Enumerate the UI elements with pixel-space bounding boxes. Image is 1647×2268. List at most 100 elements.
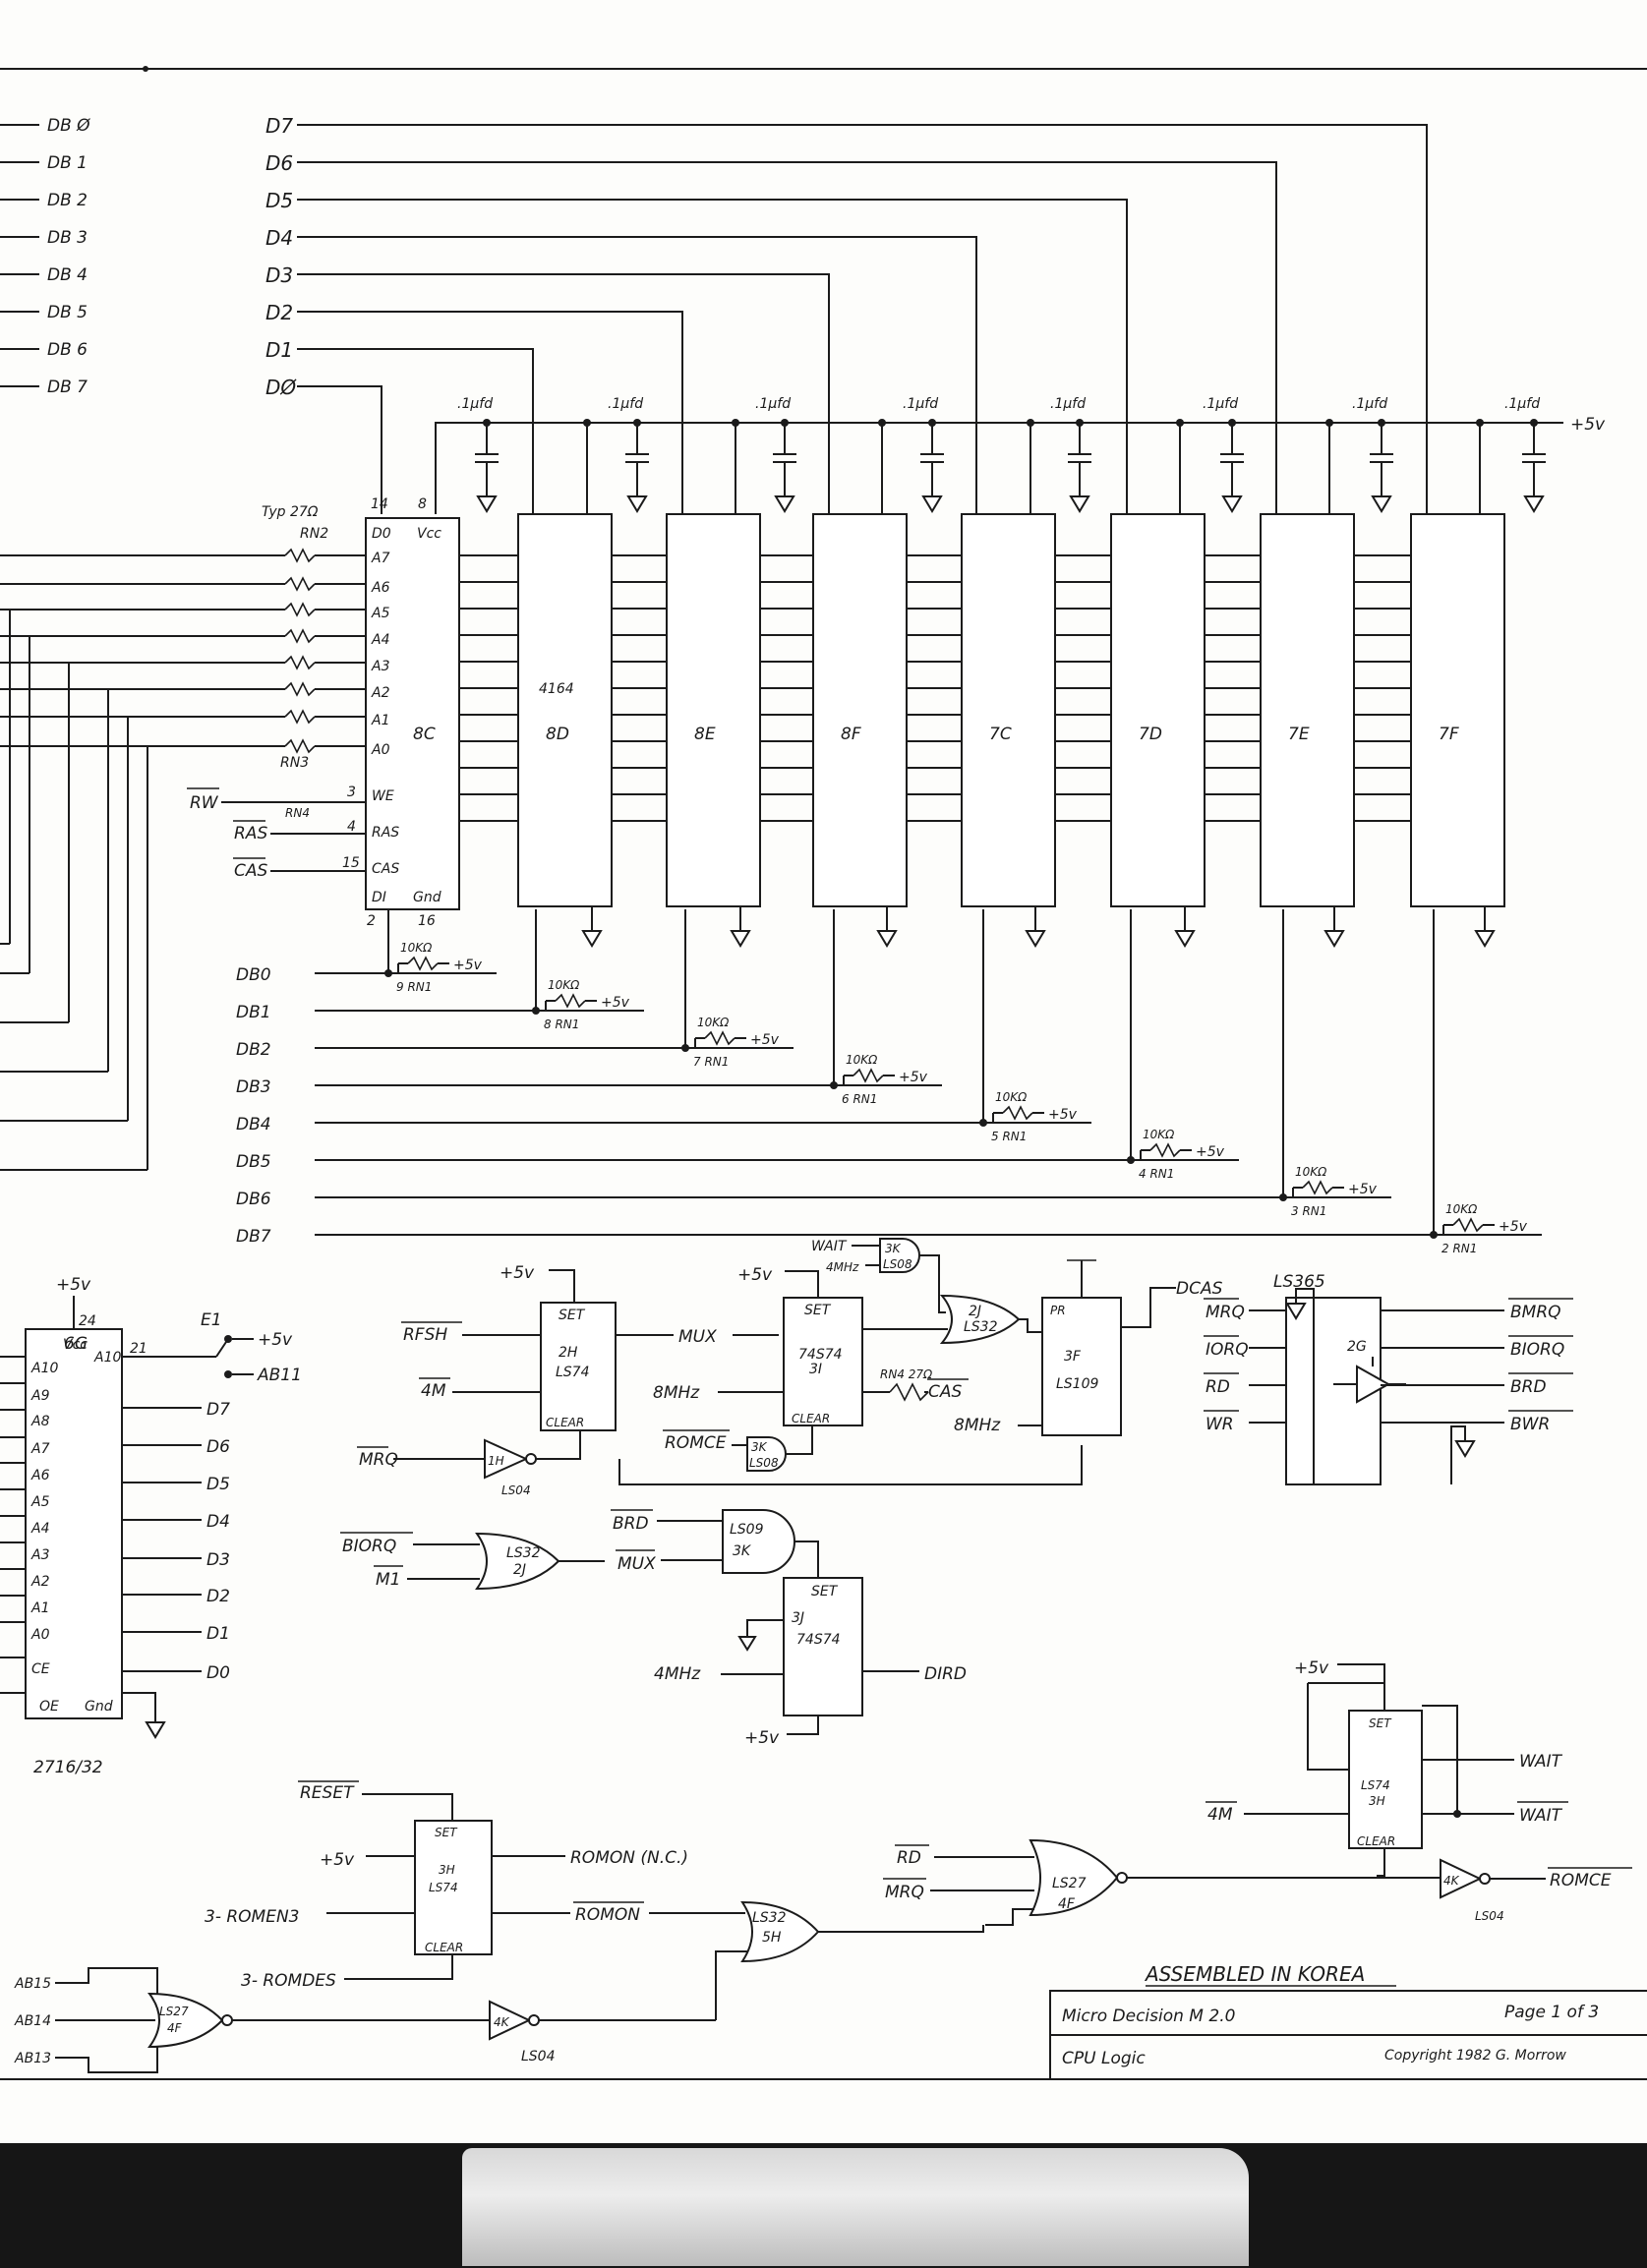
ram-chip-ref: 7D: [1139, 725, 1162, 744]
pin-label: A7: [371, 551, 390, 566]
buffer-output-label: BIORQ: [1510, 1340, 1564, 1360]
address-lines: [0, 548, 366, 1171]
signal-label: RD: [897, 1848, 921, 1868]
ground-icon: [876, 930, 898, 948]
supply-label: +5v: [500, 1263, 535, 1283]
resistor-icon: [1452, 1217, 1484, 1233]
resistor-icon: [1002, 1105, 1033, 1121]
pullup-pin: 5 RN1: [991, 1130, 1027, 1143]
pin-label: A0: [30, 1627, 50, 1643]
chip-part: LS109: [1056, 1376, 1099, 1392]
ground-icon: [626, 495, 648, 513]
data-line-label: D3: [265, 263, 293, 287]
ram-chip-ref: 7E: [1288, 725, 1310, 744]
pin-number: 14: [371, 496, 388, 512]
resistor-icon: [284, 576, 316, 592]
pin-label: Vcc: [63, 1337, 88, 1353]
pullup-pin: 6 RN1: [842, 1092, 877, 1106]
chip-part: LS04: [521, 2049, 556, 2064]
data-line-label: D5: [265, 189, 293, 212]
buffer-output-label: BMRQ: [1510, 1303, 1561, 1322]
db-pullup-label: DB7: [236, 1227, 271, 1247]
pin-label: RAS: [372, 825, 399, 841]
pullup-pin: 8 RN1: [544, 1018, 579, 1031]
pin-label: A3: [30, 1547, 49, 1563]
resistor-icon: [704, 1030, 735, 1046]
supply-label: +5v: [1570, 415, 1606, 435]
chip-part: LS74: [429, 1881, 458, 1894]
resistor-icon: [284, 628, 316, 644]
chip-part: LS04: [501, 1483, 531, 1497]
ram-chip-ref: 8F: [841, 725, 861, 744]
signal-label: 8MHz: [954, 1416, 1001, 1435]
ram-chip-ref: 7F: [1439, 725, 1459, 744]
pin-number: 15: [342, 855, 360, 871]
data-line-label: D6: [265, 151, 293, 175]
db-label: DB 1: [47, 153, 88, 173]
ground-icon: [1174, 930, 1196, 948]
chip-ref: 4K: [494, 2015, 510, 2029]
resistor-icon: [284, 681, 316, 697]
ram-control-inputs: RW RAS CAS: [187, 787, 366, 881]
chip-part: LS32: [964, 1319, 998, 1335]
pullup-pin: 3 RN1: [1291, 1204, 1326, 1218]
board-name: Micro Decision M 2.0: [1062, 2006, 1235, 2026]
supply-label: +5v: [258, 1330, 293, 1350]
signal-label: BIORQ: [342, 1537, 396, 1556]
ram-input-label: RAS: [234, 824, 267, 843]
data-line-label: D7: [265, 114, 293, 138]
pin-label: A6: [30, 1468, 50, 1483]
signal-label: 4MHz: [654, 1664, 701, 1684]
or-2j: 2J LS32: [939, 1294, 1042, 1345]
pullup-pin: 9 RN1: [396, 980, 432, 994]
nand-3k-top: WAIT 4MHz 3K LS08: [811, 1238, 946, 1313]
db-pullup-label: DB6: [236, 1190, 271, 1209]
signal-label: ROMON: [575, 1905, 640, 1925]
ram-chip: [517, 513, 613, 907]
pin-label: A2: [30, 1574, 50, 1590]
chip-ref: 3I: [809, 1362, 822, 1377]
rom-6g: 6G +5v 24 Vcc A10 21 E1 +5v AB11 A10 A9 …: [25, 1275, 302, 1777]
signal-label: MRQ: [359, 1450, 398, 1470]
chip-ref: 3H: [1369, 1794, 1385, 1808]
rom-gnd-line: [122, 1692, 156, 1722]
chip-part: 74S74: [796, 1632, 841, 1648]
chip-part: LS27: [159, 2005, 189, 2018]
chip-part: LS32: [506, 1545, 541, 1561]
chip-ref: 2J: [969, 1304, 981, 1319]
ram-chip: [961, 513, 1056, 907]
db-pullup-label: DB5: [236, 1152, 271, 1172]
pin-label: OE: [39, 1699, 59, 1715]
pin-number: 3: [347, 785, 356, 800]
schematic-drawing: DB Ø DB 1 DB 2 DB 3 DB 4 DB 5 DB 6 DB 7 …: [0, 66, 1647, 2080]
resistor-label: RN3: [280, 755, 309, 771]
chip-ref: 2H: [559, 1345, 578, 1361]
ram-chip-ref: 8E: [694, 725, 716, 744]
signal-label: DIRD: [924, 1664, 967, 1684]
page-number: Page 1 of 3: [1504, 2003, 1599, 2022]
data-line-label: D2: [265, 301, 293, 324]
sheet-name: CPU Logic: [1062, 2049, 1146, 2068]
buffer-input-label: WR: [1206, 1415, 1234, 1434]
pin-label: Gnd: [413, 890, 441, 905]
resistor-icon: [555, 993, 586, 1009]
jumper-label: AB11: [257, 1366, 302, 1385]
ff-3h-bottom: RESET SET 3H LS74 CLEAR +5v 3- ROMEN3 RO…: [205, 1780, 745, 1991]
chip-part: LS04: [1475, 1909, 1504, 1923]
copyright: Copyright 1982 G. Morrow: [1384, 2048, 1566, 2064]
pin-label: WE: [372, 788, 394, 804]
ram-input-label: CAS: [234, 861, 267, 881]
chip-ref: 3K: [751, 1440, 768, 1454]
chip-ref: 1H: [488, 1454, 504, 1468]
pin-label: A8: [30, 1414, 50, 1429]
cap-value: .1µfd: [608, 396, 643, 412]
pin-label: A7: [30, 1441, 50, 1457]
buffer-input-label: RD: [1206, 1377, 1230, 1397]
resistor-icon: [407, 956, 439, 971]
pin-label: D0: [372, 526, 391, 542]
supply-label: +5v: [320, 1850, 355, 1870]
chip-part: LS08: [883, 1257, 912, 1271]
pin-label: A4: [371, 632, 389, 648]
ram-chip: [365, 517, 460, 910]
